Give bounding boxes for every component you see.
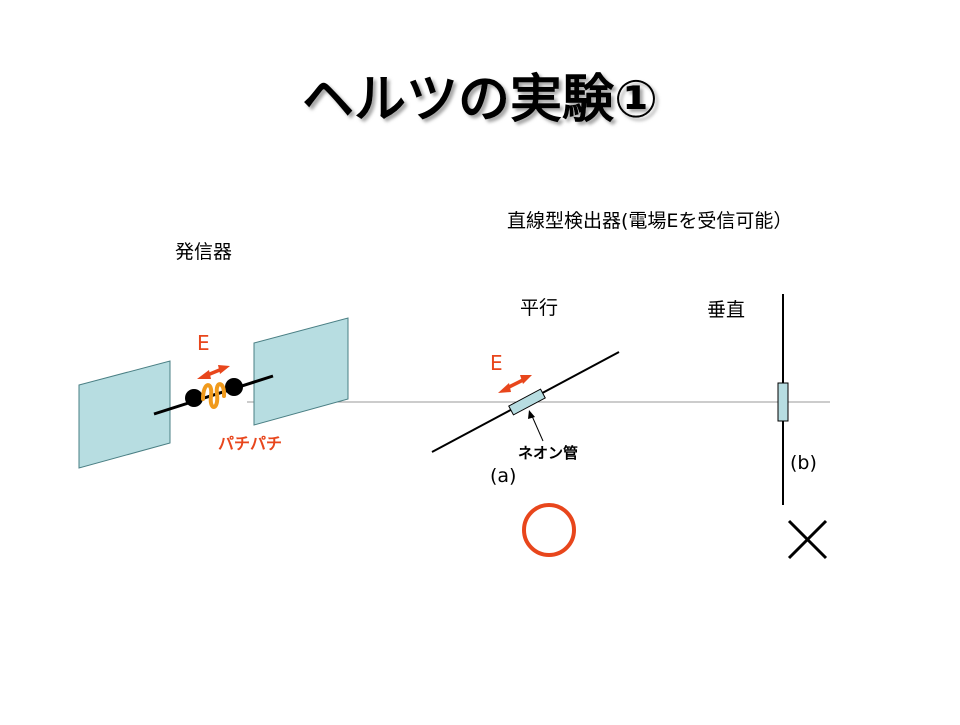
e-field-label-mid: E (490, 351, 503, 375)
perpendicular-label: 垂直 (707, 299, 745, 321)
neon-tube-perpendicular (777, 382, 789, 422)
result-circle-icon (522, 503, 576, 557)
neon-tube-label: ネオン管 (518, 444, 578, 462)
e-field-arrowhead-left-1 (197, 370, 211, 379)
spark-ball-left (185, 389, 203, 407)
e-field-arrowhead-mid-1 (498, 383, 511, 393)
e-field-arrowhead-left-2 (218, 365, 230, 374)
result-cross-icon (787, 519, 828, 560)
neon-tube-pointer (531, 415, 544, 442)
e-field-arrowhead-mid-2 (520, 375, 532, 384)
page-title: ヘルツの実験① (302, 70, 658, 130)
transmitter-rod (153, 374, 274, 416)
spark-ball-right (225, 378, 243, 396)
case-a-label: (a) (490, 465, 516, 487)
case-b-label: (b) (790, 452, 817, 474)
e-field-label-left: E (197, 331, 210, 355)
neon-tube-parallel (508, 388, 546, 416)
detector-label: 直線型検出器(電場Eを受信可能） (507, 210, 792, 232)
spark-sound-label: パチパチ (218, 434, 282, 453)
parallel-label: 平行 (520, 297, 558, 319)
neon-tube-pointer-head (528, 410, 535, 419)
transmitter-plate-left (78, 360, 171, 469)
transmitter-plate-right (253, 317, 349, 426)
spark-zigzag-icon (201, 382, 227, 409)
transmitter-label: 発信器 (175, 241, 232, 263)
